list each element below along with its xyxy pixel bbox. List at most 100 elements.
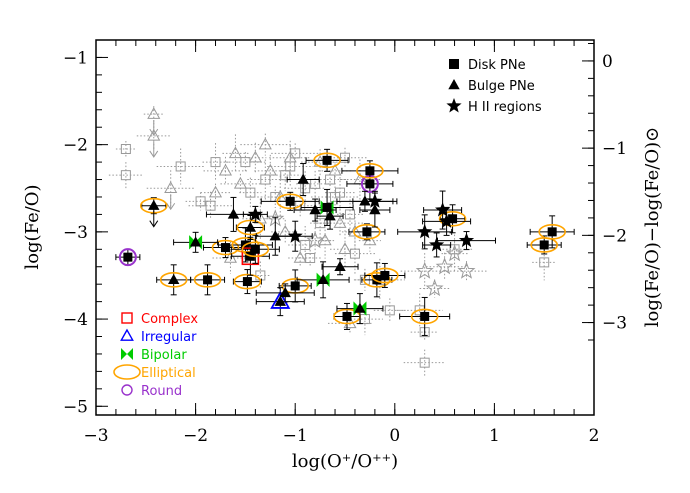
gray-point xyxy=(400,253,449,290)
elliptical-marker xyxy=(159,272,188,288)
disk-pn-marker xyxy=(220,243,230,253)
data-point xyxy=(296,261,350,299)
elliptical-marker xyxy=(236,219,265,236)
open-triangle-marker xyxy=(164,181,178,193)
plot-frame xyxy=(95,39,595,416)
legend-bipolar-icon xyxy=(121,348,133,360)
open-triangle-marker xyxy=(328,163,342,176)
disk-pn-marker xyxy=(365,166,375,176)
hii-region-marker xyxy=(367,193,383,208)
data-point xyxy=(423,190,463,230)
hii-region-marker xyxy=(435,202,451,217)
disk-pn-marker xyxy=(322,155,332,165)
disk-pn-marker xyxy=(342,311,352,321)
data-point xyxy=(348,223,386,241)
open-square-marker xyxy=(205,200,216,211)
gray-point xyxy=(136,122,171,158)
legend-morphology-label: Round xyxy=(141,384,182,399)
gray-point xyxy=(247,159,284,200)
data-point xyxy=(115,248,141,267)
gray-point xyxy=(203,156,248,185)
round-marker xyxy=(118,248,137,267)
bulge-pn-marker xyxy=(334,260,346,271)
elliptical-marker xyxy=(410,308,439,325)
legend-morphology-label: Elliptical xyxy=(141,366,196,381)
gray-point xyxy=(419,279,450,298)
data-point xyxy=(422,206,472,236)
y2-tick-label: −2 xyxy=(602,226,627,246)
bulge-pn-marker xyxy=(279,286,291,298)
data-point xyxy=(255,283,315,303)
gray-point xyxy=(146,170,195,211)
y-tick-label: −2 xyxy=(63,136,88,156)
open-triangle-marker xyxy=(248,150,262,163)
open-star-marker xyxy=(425,279,444,297)
open-square-marker xyxy=(240,157,251,168)
data-point xyxy=(286,163,320,197)
legend-star-icon xyxy=(446,98,462,113)
bulge-pn-marker xyxy=(189,236,202,247)
data-point xyxy=(341,160,399,182)
y-tick-label: −4 xyxy=(63,310,88,330)
open-square-marker xyxy=(349,248,360,259)
open-square-marker xyxy=(175,161,186,172)
data-point xyxy=(278,269,312,303)
y-tick-label: −1 xyxy=(63,48,88,68)
upper-limit-arrowhead xyxy=(149,150,159,158)
legend-symbol-label: H II regions xyxy=(468,100,542,115)
gray-point xyxy=(222,134,249,173)
disk-pn-marker xyxy=(285,196,295,206)
main-points-layer xyxy=(115,148,575,336)
y2-axis-title: log(Fe/O)−log(Fe/O)⊙ xyxy=(642,127,663,327)
legend-round-icon xyxy=(121,384,133,396)
data-point xyxy=(232,269,262,295)
elliptical-marker xyxy=(538,224,566,240)
bulge-pn-marker xyxy=(274,295,286,306)
open-square-marker xyxy=(300,183,311,194)
open-star-marker xyxy=(457,261,476,279)
disk-pn-marker xyxy=(365,179,375,189)
open-triangle-marker xyxy=(208,185,223,198)
legend-morphology-label: Bipolar xyxy=(141,348,187,363)
legend-symbol-label: Bulge PNe xyxy=(468,79,535,94)
elliptical-marker xyxy=(241,241,270,258)
legend-symbol-label: Disk PNe xyxy=(468,58,526,73)
data-point xyxy=(242,205,268,223)
hii-region-marker xyxy=(439,213,455,228)
gray-point xyxy=(108,162,143,189)
open-triangle-marker xyxy=(348,224,362,237)
disk-pn-marker xyxy=(203,275,213,285)
gray-point xyxy=(316,209,365,238)
bulge-pn-marker xyxy=(354,302,366,313)
open-square-marker xyxy=(384,305,395,316)
disk-pn-marker xyxy=(250,244,260,254)
gray-point xyxy=(336,199,363,230)
open-square-marker xyxy=(419,357,430,368)
gray-point xyxy=(298,227,333,254)
legend-disk-icon xyxy=(449,59,459,69)
open-triangle-marker xyxy=(258,137,272,150)
open-triangle-marker xyxy=(318,233,332,246)
legend-irregular-icon xyxy=(120,328,134,341)
upper-limit-arrowhead xyxy=(149,128,159,137)
elliptical-marker xyxy=(371,267,399,284)
disk-pn-marker xyxy=(448,214,458,224)
data-point xyxy=(230,234,280,264)
open-triangle-marker xyxy=(338,242,352,255)
hii-region-marker xyxy=(429,236,445,252)
disk-pn-marker xyxy=(242,277,252,287)
data-point xyxy=(336,293,384,325)
legend-bulge-icon xyxy=(448,79,460,90)
disk-pn-marker xyxy=(380,270,390,280)
x-tick-label: 1 xyxy=(489,426,500,446)
hii-region-marker xyxy=(287,228,303,243)
open-triangle-marker xyxy=(147,128,161,141)
data-point xyxy=(173,231,219,253)
open-square-marker xyxy=(344,209,355,220)
y-tick-label: −5 xyxy=(63,397,88,417)
gray-point xyxy=(156,148,205,185)
y2-tick-label: −3 xyxy=(602,314,627,334)
x-tick-label: 0 xyxy=(389,426,400,446)
open-star-marker xyxy=(435,257,454,275)
